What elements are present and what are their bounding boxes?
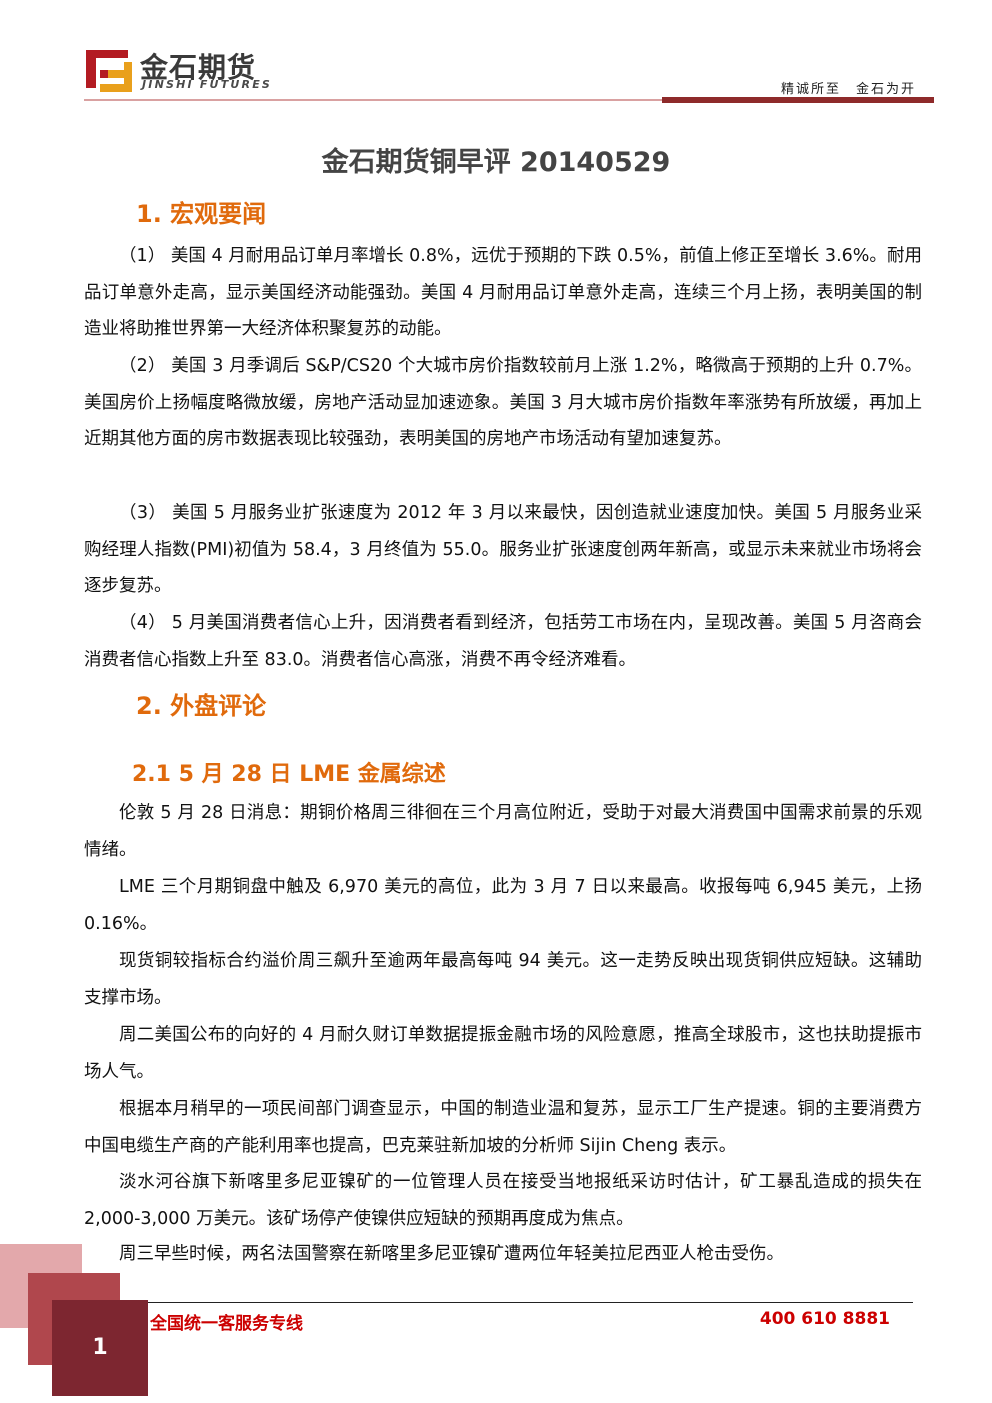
section-heading-macro: 1. 宏观要闻 [136,200,267,228]
footer-divider [148,1302,913,1303]
paragraph: 现货铜较指标合约溢价周三飙升至逾两年最高每吨 94 美元。这一走势反映出现货铜供… [84,951,922,1008]
footer-decor-square [52,1300,148,1396]
paragraph: （3） 美国 5 月服务业扩张速度为 2012 年 3 月以来最快，因创造就业速… [84,503,922,596]
footer-hotline-label: 全国统一客服务专线 [150,1314,303,1334]
paragraph: 伦敦 5 月 28 日消息：期铜价格周三徘徊在三个月高位附近，受助于对最大消费国… [84,803,922,860]
paragraph: （4） 5 月美国消费者信心上升，因消费者看到经济，包括劳工市场在内，呈现改善。… [84,613,922,670]
jinshi-logo-icon [84,44,134,94]
company-logo: 金石期货 JINSHI FUTURES [84,44,284,94]
header-divider-thin [84,99,662,101]
header-slogan: 精诚所至 金石为开 [780,82,916,97]
paragraph: 周二美国公布的向好的 4 月耐久财订单数据提振金融市场的风险意愿，推高全球股市，… [84,1025,922,1082]
section-heading-overseas: 2. 外盘评论 [136,692,267,720]
footer-hotline-number: 400 610 8881 [759,1309,890,1329]
paragraph: （2） 美国 3 月季调后 S&P/CS20 个大城市房价指数较前月上涨 1.2… [84,356,922,449]
subsection-heading-lme: 2.1 5 月 28 日 LME 金属综述 [132,762,446,787]
header-divider-thick [662,97,934,103]
paragraph: 淡水河谷旗下新喀里多尼亚镍矿的一位管理人员在接受当地报纸采访时估计，矿工暴乱造成… [84,1172,922,1229]
paragraph: 周三早些时候，两名法国警察在新喀里多尼亚镍矿遭两位年轻美拉尼西亚人枪击受伤。 [119,1244,784,1264]
logo-text-cn: 金石期货 [140,51,257,84]
paragraph: （1） 美国 4 月耐用品订单月率增长 0.8%，远优于预期的下跌 0.5%，前… [84,246,922,339]
document-title: 金石期货铜早评 20140529 [321,147,671,178]
paragraph: LME 三个月期铜盘中触及 6,970 美元的高位，此为 3 月 7 日以来最高… [84,877,922,934]
page-number: 1 [92,1335,108,1360]
paragraph: 根据本月稍早的一项民间部门调查显示，中国的制造业温和复苏，显示工厂生产提速。铜的… [84,1099,922,1156]
logo-text-en: JINSHI FUTURES [142,78,273,91]
